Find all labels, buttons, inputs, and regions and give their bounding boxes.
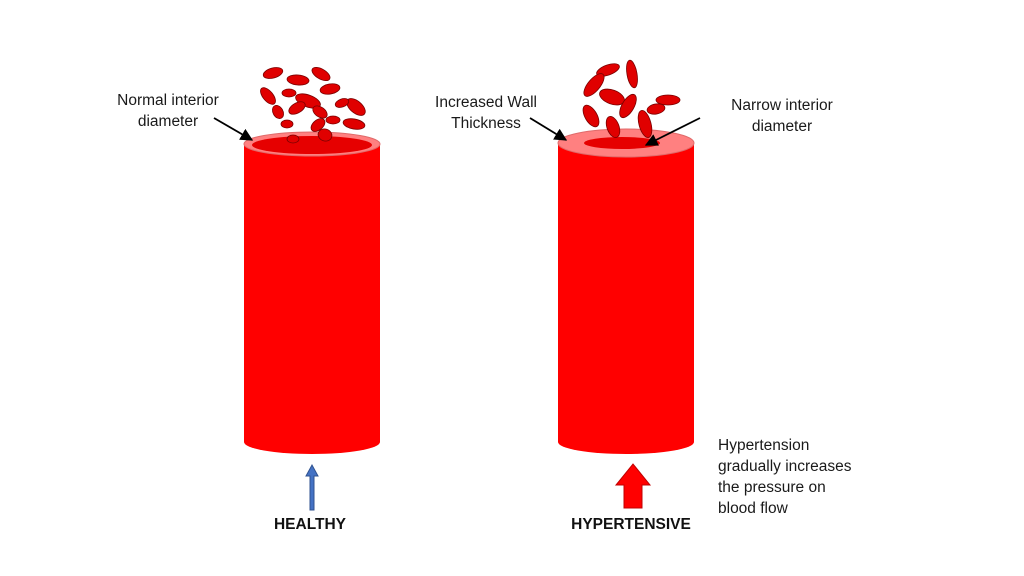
- healthy-blood-cell: [280, 119, 294, 129]
- normal-diameter-pointer: [213, 117, 254, 141]
- narrow-interior-diameter-label: Narrow interior diameter: [731, 97, 833, 135]
- narrow-diameter-pointer: [644, 117, 701, 146]
- healthy-blood-cell: [286, 74, 310, 86]
- hypertensive-blood-cell: [582, 104, 600, 128]
- hypertensive-blood-cell: [626, 59, 638, 89]
- healthy-blood-cell: [319, 83, 341, 95]
- increased-wall-thickness-label: Increased Wall Thickness: [435, 94, 537, 132]
- healthy-blood-cell: [272, 105, 284, 119]
- healthy-blood-cell: [325, 115, 341, 125]
- hypertensive-blood-cells: [582, 59, 681, 139]
- hypertensive-caption: HYPERTENSIVE: [571, 516, 691, 533]
- healthy-blood-cell: [312, 105, 328, 119]
- healthy-blood-cell: [260, 87, 276, 105]
- healthy-vessel: [243, 131, 381, 454]
- hypertensive-vessel-lumen: [584, 137, 660, 149]
- hypertensive-blood-cell: [583, 73, 605, 97]
- healthy-blood-cells: [260, 66, 366, 144]
- healthy-blood-cell: [342, 118, 366, 130]
- hypertensive-blood-cell: [646, 103, 666, 115]
- hypertensive-vessel-body: [558, 143, 694, 442]
- healthy-blood-cell: [317, 128, 333, 142]
- hypertensive-blood-cell: [596, 63, 620, 77]
- healthy-vessel-body: [244, 144, 380, 442]
- healthy-blood-cell: [262, 67, 284, 79]
- healthy-blood-cell: [311, 66, 331, 82]
- healthy-caption: HEALTHY: [273, 516, 347, 533]
- hypertensive-blood-cell: [655, 94, 681, 106]
- healthy-vessel-bottom: [244, 430, 380, 454]
- healthy-blood-cell: [281, 88, 297, 98]
- hypertension-note: Hypertension gradually increases the pre…: [718, 437, 852, 517]
- healthy-blood-cell: [288, 101, 306, 115]
- healthy-vessel-lumen: [252, 136, 372, 154]
- up-arrow-thick-icon: [614, 463, 652, 509]
- hypertensive-vessel: [557, 128, 695, 454]
- normal-interior-diameter-label: Normal interior diameter: [117, 92, 219, 130]
- healthy-blood-cell: [334, 98, 350, 108]
- hypertensive-blood-cell: [605, 116, 621, 138]
- wall-thickness-pointer: [529, 117, 568, 141]
- hypertensive-blood-cell: [619, 93, 637, 119]
- up-arrow-thin-icon: [305, 463, 319, 511]
- hypertensive-vessel-bottom: [558, 430, 694, 454]
- healthy-blood-cell: [286, 134, 300, 144]
- healthy-blood-cell: [310, 118, 326, 132]
